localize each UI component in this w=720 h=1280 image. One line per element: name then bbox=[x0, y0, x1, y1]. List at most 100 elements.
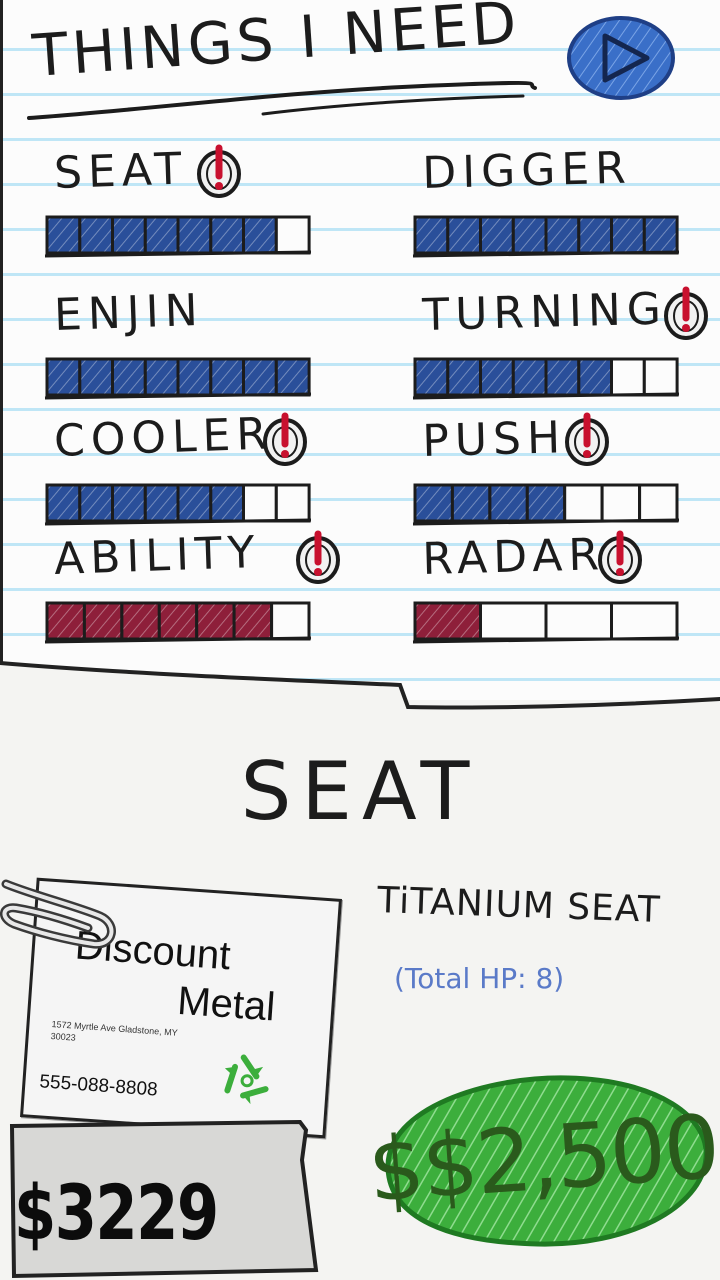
meter-cell bbox=[111, 483, 147, 523]
meter-cell bbox=[45, 215, 82, 255]
selected-part-title: SEAT bbox=[240, 745, 480, 838]
meter-cell bbox=[577, 357, 614, 397]
meter-cell bbox=[479, 215, 515, 255]
meter-cell bbox=[610, 357, 646, 397]
meter-cell bbox=[176, 483, 213, 523]
meter-cell bbox=[143, 483, 180, 523]
need-item-radar[interactable]: RADAR bbox=[411, 529, 711, 654]
price-blob bbox=[385, 1075, 709, 1247]
meter-cell bbox=[511, 215, 548, 255]
meter-cell bbox=[111, 357, 147, 397]
part-name: TiTANIUM SEAT bbox=[376, 880, 662, 931]
progress-meter bbox=[44, 215, 312, 258]
paperclip-icon bbox=[0, 879, 116, 949]
meter-cell bbox=[544, 601, 613, 641]
meter-cell bbox=[642, 357, 679, 397]
meter-cell bbox=[143, 215, 180, 255]
meter-cell bbox=[577, 215, 614, 255]
vendor-address: 1572 Myrtle Ave Gladstone, MY 30023 bbox=[50, 1019, 178, 1043]
title-underline bbox=[27, 80, 537, 120]
meter-cell bbox=[446, 357, 483, 397]
progress-meter bbox=[412, 601, 680, 644]
meter-cell bbox=[525, 483, 567, 523]
torn-page-edge bbox=[0, 661, 720, 725]
meter-cell bbox=[544, 215, 581, 255]
meter-cell bbox=[78, 215, 115, 255]
need-item-label: DIGGER bbox=[421, 142, 633, 199]
progress-meter bbox=[412, 215, 680, 258]
progress-meter bbox=[44, 357, 312, 400]
part-hp: (Total HP: 8) bbox=[394, 962, 565, 995]
meter-cell bbox=[600, 483, 642, 523]
need-item-label: ENJIN bbox=[53, 284, 205, 341]
meter-cell bbox=[274, 483, 311, 523]
meter-cell bbox=[274, 215, 311, 255]
meter-cell bbox=[479, 601, 548, 641]
meter-cell bbox=[274, 357, 311, 397]
meter-cell bbox=[143, 357, 180, 397]
need-item-cooler[interactable]: COOLER bbox=[43, 408, 343, 536]
meter-cell bbox=[242, 215, 278, 255]
warning-icon bbox=[565, 412, 609, 466]
vendor-business-card[interactable]: Discount Metal 1572 Myrtle Ave Gladstone… bbox=[20, 877, 342, 1139]
recycle-icon bbox=[224, 1054, 269, 1105]
progress-meter bbox=[412, 483, 680, 526]
wallet-money: $3229 bbox=[14, 1168, 219, 1257]
need-item-enjin[interactable]: ENJIN bbox=[43, 285, 343, 410]
meter-cell bbox=[413, 215, 450, 255]
meter-cell bbox=[450, 483, 492, 523]
price-label: $$2,500 bbox=[364, 1094, 720, 1222]
meter-cell bbox=[209, 215, 246, 255]
warning-icon bbox=[598, 530, 642, 584]
meter-cell bbox=[78, 483, 115, 523]
need-item-label: PUSH bbox=[421, 412, 567, 467]
meter-cell bbox=[511, 357, 548, 397]
meter-cell bbox=[610, 601, 679, 641]
warning-icon bbox=[263, 412, 307, 466]
meter-cell bbox=[242, 483, 278, 523]
buy-price-button[interactable]: $$2,500 bbox=[365, 1058, 720, 1258]
warning-icon bbox=[664, 286, 708, 340]
meter-cell bbox=[638, 483, 679, 523]
progress-meter bbox=[44, 483, 312, 526]
meter-cell bbox=[45, 601, 86, 641]
meter-cell bbox=[209, 357, 246, 397]
vendor-name-line2: Metal bbox=[175, 978, 277, 1030]
meter-cell bbox=[270, 601, 311, 641]
meter-cell bbox=[111, 215, 147, 255]
meter-cell bbox=[82, 601, 124, 641]
meter-cell bbox=[45, 357, 82, 397]
need-item-push[interactable]: PUSH bbox=[411, 412, 711, 536]
meter-cell bbox=[413, 601, 482, 641]
need-item-digger[interactable]: DIGGER bbox=[411, 143, 711, 268]
need-item-seat[interactable]: SEAT bbox=[43, 143, 343, 268]
need-item-label: TURNING bbox=[421, 283, 668, 341]
meter-cell bbox=[232, 601, 274, 641]
meter-cell bbox=[45, 483, 82, 523]
meter-cell bbox=[488, 483, 529, 523]
play-button[interactable] bbox=[565, 10, 677, 104]
need-item-turning[interactable]: TURNING bbox=[411, 284, 711, 410]
need-item-label: ABILITY bbox=[53, 526, 262, 585]
meter-cell bbox=[544, 357, 581, 397]
meter-cell bbox=[563, 483, 604, 523]
meter-cell bbox=[120, 601, 161, 641]
meter-cell bbox=[479, 357, 515, 397]
need-item-label: SEAT bbox=[53, 143, 189, 199]
warning-icon bbox=[296, 530, 340, 584]
vendor-phone: 555-088-8808 bbox=[38, 1071, 159, 1101]
progress-meter bbox=[412, 357, 680, 400]
meter-cell bbox=[642, 215, 679, 255]
meter-cell bbox=[78, 357, 115, 397]
meter-cell bbox=[413, 483, 454, 523]
meter-cell bbox=[446, 215, 483, 255]
meter-cell bbox=[195, 601, 236, 641]
meter-cell bbox=[242, 357, 278, 397]
need-item-ability[interactable]: ABILITY bbox=[43, 527, 343, 654]
meter-cell bbox=[610, 215, 646, 255]
wallet-tag bbox=[9, 1120, 319, 1279]
meter-cell bbox=[209, 483, 246, 523]
need-item-label: COOLER bbox=[53, 408, 274, 467]
need-item-label: RADAR bbox=[421, 529, 606, 585]
